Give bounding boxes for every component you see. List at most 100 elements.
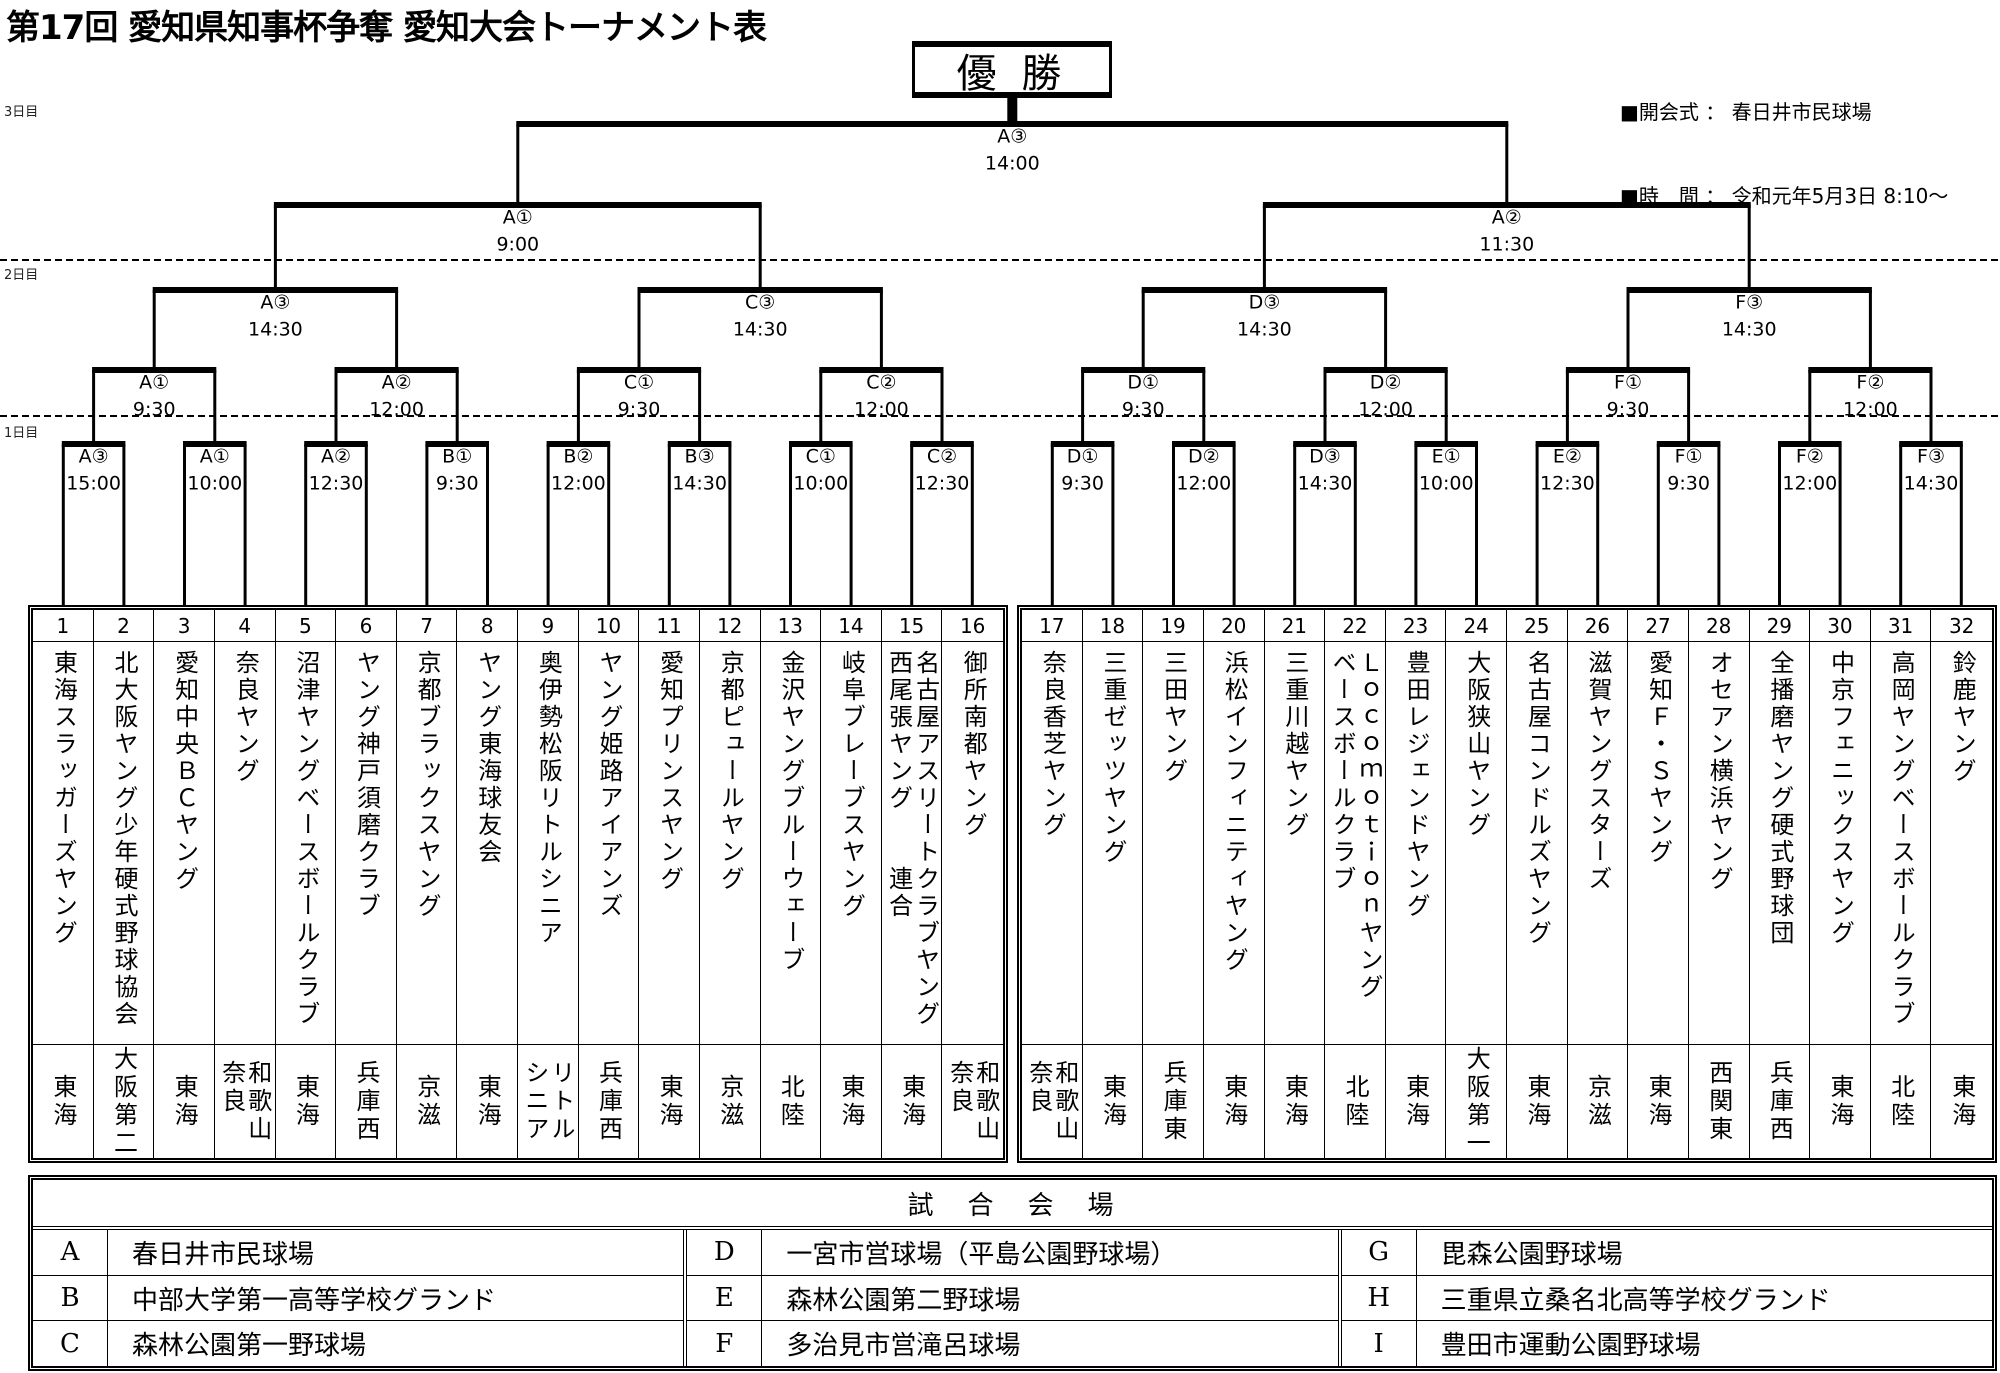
team-name-cell: 名古屋コンドルズヤング <box>1507 642 1568 1045</box>
match-time: 14:30 <box>248 319 303 341</box>
match-venue-code: A① <box>200 446 230 468</box>
match-time: 14:30 <box>1904 473 1959 495</box>
team-name-cell: 奈良香芝ヤング <box>1022 642 1083 1045</box>
team-name: 三田ヤング <box>1159 650 1188 785</box>
team-region: 東海 <box>1098 1073 1127 1130</box>
match-time: 12:30 <box>309 473 364 495</box>
team-region-cell: 東海 <box>276 1045 337 1158</box>
match-time: 12:00 <box>369 399 424 421</box>
team-number: 1 <box>33 610 94 642</box>
team-name-cell: 沼津ヤングベースボールクラブ <box>275 642 337 1045</box>
team-region-cell: 東海 <box>33 1045 94 1158</box>
team-name: オセアン横浜ヤング <box>1705 650 1734 893</box>
match-venue-code: D② <box>1188 446 1220 468</box>
match-time: 14:30 <box>1298 473 1353 495</box>
match-venue-code: F③ <box>1917 446 1945 468</box>
match-time: 12:00 <box>1782 473 1837 495</box>
team-name-cell: 三重ゼッツヤング <box>1082 642 1144 1045</box>
team-region: 東海 <box>1644 1073 1673 1130</box>
match-time: 11:30 <box>1479 234 1534 256</box>
match-venue-code: A③ <box>997 126 1027 148</box>
team-region: 西関東 <box>1704 1059 1733 1144</box>
team-name: 中京フェニックスヤング <box>1826 650 1855 947</box>
match-venue-code: D③ <box>1249 292 1281 314</box>
venue-table-header: 試 合 会 場 <box>33 1180 1992 1230</box>
team-name-cell: 浜松インフィニティヤング <box>1203 642 1265 1045</box>
match-venue-code: C② <box>927 446 957 468</box>
team-name: 金沢ヤングブルーウェーブ <box>776 650 805 974</box>
match-venue-code: D① <box>1067 446 1099 468</box>
venue-name: 春日井市民球場 <box>132 1239 315 1270</box>
team-name: 鈴鹿ヤング <box>1948 650 1977 785</box>
match-venue-code: E① <box>1432 446 1461 468</box>
match-time: 9:00 <box>496 234 539 256</box>
team-number: 22 <box>1325 610 1386 642</box>
team-region-cell: 和歌山 奈良 <box>215 1045 276 1158</box>
match-venue-code: B③ <box>685 446 715 468</box>
team-region-cell: 和歌山 奈良 <box>942 1045 1003 1158</box>
match-time: 12:00 <box>1358 399 1413 421</box>
team-region: 東海 <box>291 1073 320 1130</box>
team-region: 和歌山 奈良 <box>945 1059 1000 1144</box>
team-name: ヤング神戸須磨クラブ <box>352 650 381 920</box>
team-region: 東海 <box>1401 1073 1430 1130</box>
venue-name: 毘森公園野球場 <box>1440 1239 1623 1270</box>
team-name-cell: 奈良ヤング <box>214 642 276 1045</box>
team-name-cell: 東海スラッガーズヤング <box>33 642 94 1045</box>
team-region: 東海 <box>1219 1073 1248 1130</box>
match-time: 9:30 <box>1061 473 1104 495</box>
team-name: 滋賀ヤングスターズ <box>1583 650 1612 893</box>
team-number: 13 <box>760 610 822 642</box>
page-title: 第17回 愛知県知事杯争奪 愛知大会トーナメント表 <box>6 8 767 48</box>
match-venue-code: C② <box>866 372 896 394</box>
match-time: 14:30 <box>733 319 788 341</box>
match-time: 9:30 <box>1607 399 1650 421</box>
team-name: 愛知Ｆ・Ｓヤング <box>1644 650 1673 866</box>
team-name: 大阪狭山ヤング <box>1462 650 1491 839</box>
team-region-cell: 北陸 <box>761 1045 822 1158</box>
team-region-cell: 兵庫東 <box>1143 1045 1204 1158</box>
team-name: 高岡ヤングベースボールクラブ <box>1887 650 1916 1028</box>
team-name-cell: 奥伊勢松阪リトルシニア <box>518 642 579 1045</box>
team-region: 東海 <box>1825 1073 1854 1130</box>
team-region-cell: 和歌山 奈良 <box>1022 1045 1083 1158</box>
team-region: 大阪第一 <box>1462 1045 1491 1158</box>
team-name-cell: ヤング東海球友会 <box>457 642 518 1045</box>
day-2-label: 2日目 <box>4 268 39 283</box>
team-number: 3 <box>154 610 215 642</box>
team-name: Ｌｏｃｏｍｏｔｉｏｎヤング ベースボールクラブ <box>1327 650 1383 1001</box>
team-region: 東海 <box>473 1073 502 1130</box>
team-name: 奈良ヤング <box>231 650 260 785</box>
team-region-cell: 兵庫西 <box>336 1045 397 1158</box>
venue-name: 一宮市営球場（平島公園野球場） <box>786 1239 1177 1270</box>
team-region-cell: 東海 <box>1083 1045 1144 1158</box>
team-region-cell: 北陸 <box>1871 1045 1932 1158</box>
team-name-cell: 愛知プリンスヤング <box>639 642 700 1045</box>
team-region-cell: 東海 <box>1931 1045 1992 1158</box>
team-name-cell: 滋賀ヤングスターズ <box>1567 642 1629 1045</box>
team-region: 京滋 <box>715 1073 744 1130</box>
team-region-cell: 東海 <box>882 1045 943 1158</box>
venue-name: 豊田市運動公園野球場 <box>1440 1331 1701 1362</box>
team-name-cell: 京都ブラックスヤング <box>396 642 458 1045</box>
match-venue-code: F① <box>1675 446 1703 468</box>
team-number: 7 <box>396 610 458 642</box>
team-region: 東海 <box>897 1073 926 1130</box>
team-name-cell: 御所南都ヤング <box>942 642 1003 1045</box>
time-info: ■時 間 ： 令和元年5月3日 8:10～ <box>1620 184 1949 208</box>
team-name-cell: 豊田レジェンドヤング <box>1385 642 1447 1045</box>
team-name-cell: 中京フェニックスヤング <box>1810 642 1871 1045</box>
team-number: 11 <box>639 610 700 642</box>
team-region-cell: リトル シニア <box>518 1045 579 1158</box>
team-name: 愛知中央ＢＣヤング <box>170 650 199 893</box>
match-time: 10:00 <box>187 473 242 495</box>
team-number: 29 <box>1749 610 1811 642</box>
